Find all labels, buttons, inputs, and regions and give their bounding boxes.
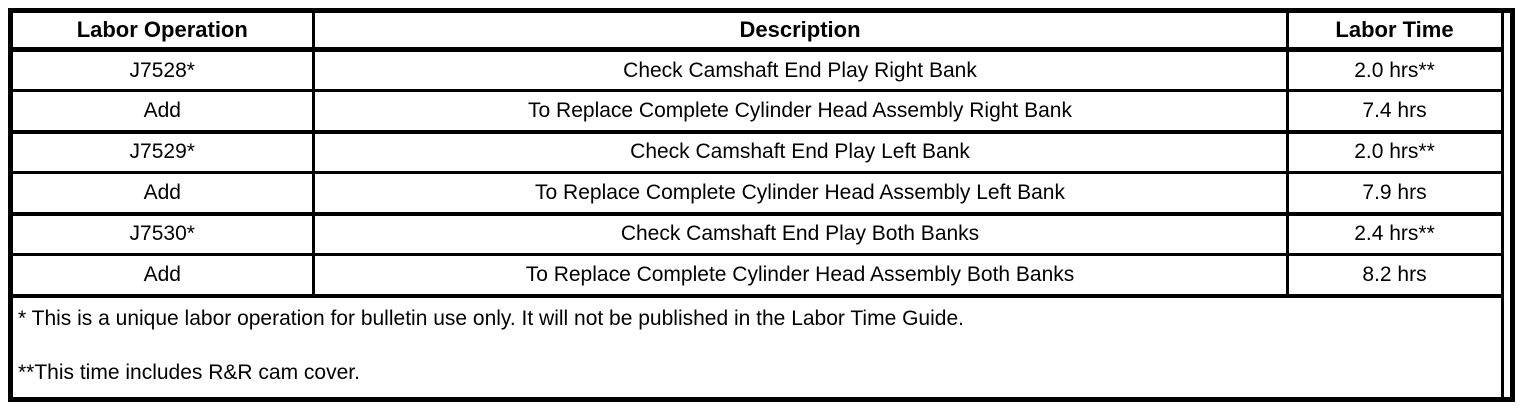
labor-time-cell: 8.2 hrs <box>1285 253 1504 297</box>
table-header: Labor Operation Description Labor Time <box>13 13 1504 52</box>
table-frame: Labor Operation Description Labor Time J… <box>8 8 1515 402</box>
labor-op-cell: J7528* <box>13 48 315 92</box>
labor-time-cell: 2.4 hrs** <box>1285 211 1504 256</box>
description-cell: Check Camshaft End Play Right Bank <box>311 48 1289 92</box>
description-cell: To Replace Complete Cylinder Head Assemb… <box>311 253 1289 297</box>
description-cell: To Replace Complete Cylinder Head Assemb… <box>311 89 1289 133</box>
col-header-labor-operation: Labor Operation <box>13 13 315 52</box>
header-row: Labor Operation Description Labor Time <box>13 13 1504 52</box>
table-row: Add To Replace Complete Cylinder Head As… <box>13 89 1504 133</box>
labor-time-cell: 2.0 hrs** <box>1285 48 1504 92</box>
table-body: J7528* Check Camshaft End Play Right Ban… <box>13 48 1504 397</box>
footnote-unique-labor-operation: * This is a unique labor operation for b… <box>18 306 964 330</box>
labor-op-cell: J7530* <box>13 211 315 256</box>
labor-time-cell: 7.4 hrs <box>1285 89 1504 133</box>
table-row: Add To Replace Complete Cylinder Head As… <box>13 253 1504 297</box>
description-cell: Check Camshaft End Play Left Bank <box>311 129 1289 174</box>
description-cell: Check Camshaft End Play Both Banks <box>311 211 1289 256</box>
table-row: Add To Replace Complete Cylinder Head As… <box>13 171 1504 215</box>
description-cell: To Replace Complete Cylinder Head Assemb… <box>311 171 1289 215</box>
col-header-labor-time: Labor Time <box>1285 13 1504 52</box>
table-row: J7529* Check Camshaft End Play Left Bank… <box>13 129 1504 174</box>
labor-op-cell: J7529* <box>13 129 315 174</box>
table-row: J7530* Check Camshaft End Play Both Bank… <box>13 211 1504 256</box>
labor-time-cell: 7.9 hrs <box>1285 171 1504 215</box>
labor-time-cell: 2.0 hrs** <box>1285 129 1504 174</box>
footnote-rr-cam-cover: **This time includes R&R cam cover. <box>18 360 360 384</box>
footnotes-section: * This is a unique labor operation for b… <box>13 293 1504 397</box>
labor-time-table: Labor Operation Description Labor Time J… <box>13 13 1504 397</box>
labor-op-cell: Add <box>13 89 315 133</box>
table-row: J7528* Check Camshaft End Play Right Ban… <box>13 48 1504 92</box>
labor-op-cell: Add <box>13 253 315 297</box>
labor-op-cell: Add <box>13 171 315 215</box>
footnotes-row: * This is a unique labor operation for b… <box>13 293 1504 397</box>
col-header-description: Description <box>311 13 1289 52</box>
